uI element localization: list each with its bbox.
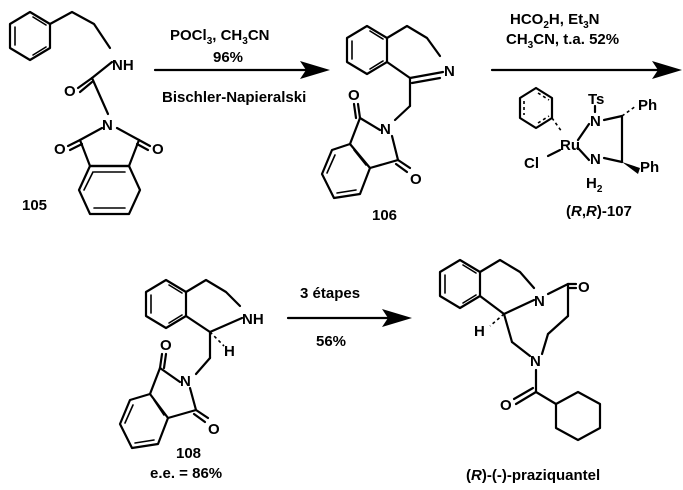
step1-name: Bischler-Napieralski xyxy=(162,89,306,106)
step1-reagents: POCl3, CH3CN xyxy=(170,27,269,47)
step1-yield: 96% xyxy=(213,49,243,66)
amide-o-atom: O xyxy=(64,83,76,100)
praziquantel-structure: N O H N O xyxy=(438,258,602,442)
tosyl-group: Ts xyxy=(588,91,604,108)
nh2-group: H2 xyxy=(586,175,603,195)
compound-108-ee: e.e. = 86% xyxy=(150,465,222,482)
phthalimide-n-108-atom: N xyxy=(180,373,191,390)
step3-reagents: 3 étapes xyxy=(300,285,360,302)
chloride-atom: Cl xyxy=(524,155,539,172)
phthalimide-n-atom: N xyxy=(102,117,113,134)
compound-108-label: 108 xyxy=(176,445,201,462)
step2-arrow xyxy=(490,61,682,79)
imide-o-106-bottom-atom: O xyxy=(410,171,422,188)
imide-o-108-top-atom: O xyxy=(160,337,172,354)
imide-o-right-atom: O xyxy=(152,141,164,158)
phenyl-top: Ph xyxy=(638,97,657,114)
imide-o-left-atom: O xyxy=(54,141,66,158)
step1-arrow xyxy=(153,61,330,79)
catalyst-107-label: (R,R)-107 xyxy=(566,203,632,220)
step2-line2: CH3CN, t.a. 52% xyxy=(506,31,619,51)
catalyst-n-ts-atom: N xyxy=(590,113,601,130)
compound-106-structure: N N O O xyxy=(320,24,455,200)
amide-nh-atom: NH xyxy=(112,57,134,74)
lactam-o-atom: O xyxy=(578,279,590,296)
imine-n-atom: N xyxy=(444,63,455,80)
piperazine-n-atom: N xyxy=(530,353,541,370)
imide-o-106-top-atom: O xyxy=(348,87,360,104)
stereo-h-108-atom: H xyxy=(224,343,235,360)
compound-105-structure: NH O N O O xyxy=(8,10,164,216)
step3-arrow xyxy=(286,309,412,327)
step3-yield: 56% xyxy=(316,333,346,350)
amide-n-praz-atom: N xyxy=(534,293,545,310)
praziquantel-label: (R)-(-)-praziquantel xyxy=(466,467,600,484)
compound-106-label: 106 xyxy=(372,207,397,224)
catalyst-107-structure: Ru N Ts N Cl Ph Ph H2 xyxy=(518,86,659,195)
amine-nh-atom: NH xyxy=(242,311,264,328)
imide-o-108-bottom-atom: O xyxy=(208,421,220,438)
phthalimide-n-106-atom: N xyxy=(380,121,391,138)
phenyl-bottom: Ph xyxy=(640,159,659,176)
compound-105-label: 105 xyxy=(22,197,47,214)
acyl-o-atom: O xyxy=(500,397,512,414)
stereo-h-praz-atom: H xyxy=(474,323,485,340)
compound-108-structure: NH H N O O xyxy=(118,278,264,450)
catalyst-nh2-atom: N xyxy=(590,151,601,168)
step2-line1: HCO2H, Et3N xyxy=(510,11,599,31)
ruthenium-atom: Ru xyxy=(560,137,580,154)
